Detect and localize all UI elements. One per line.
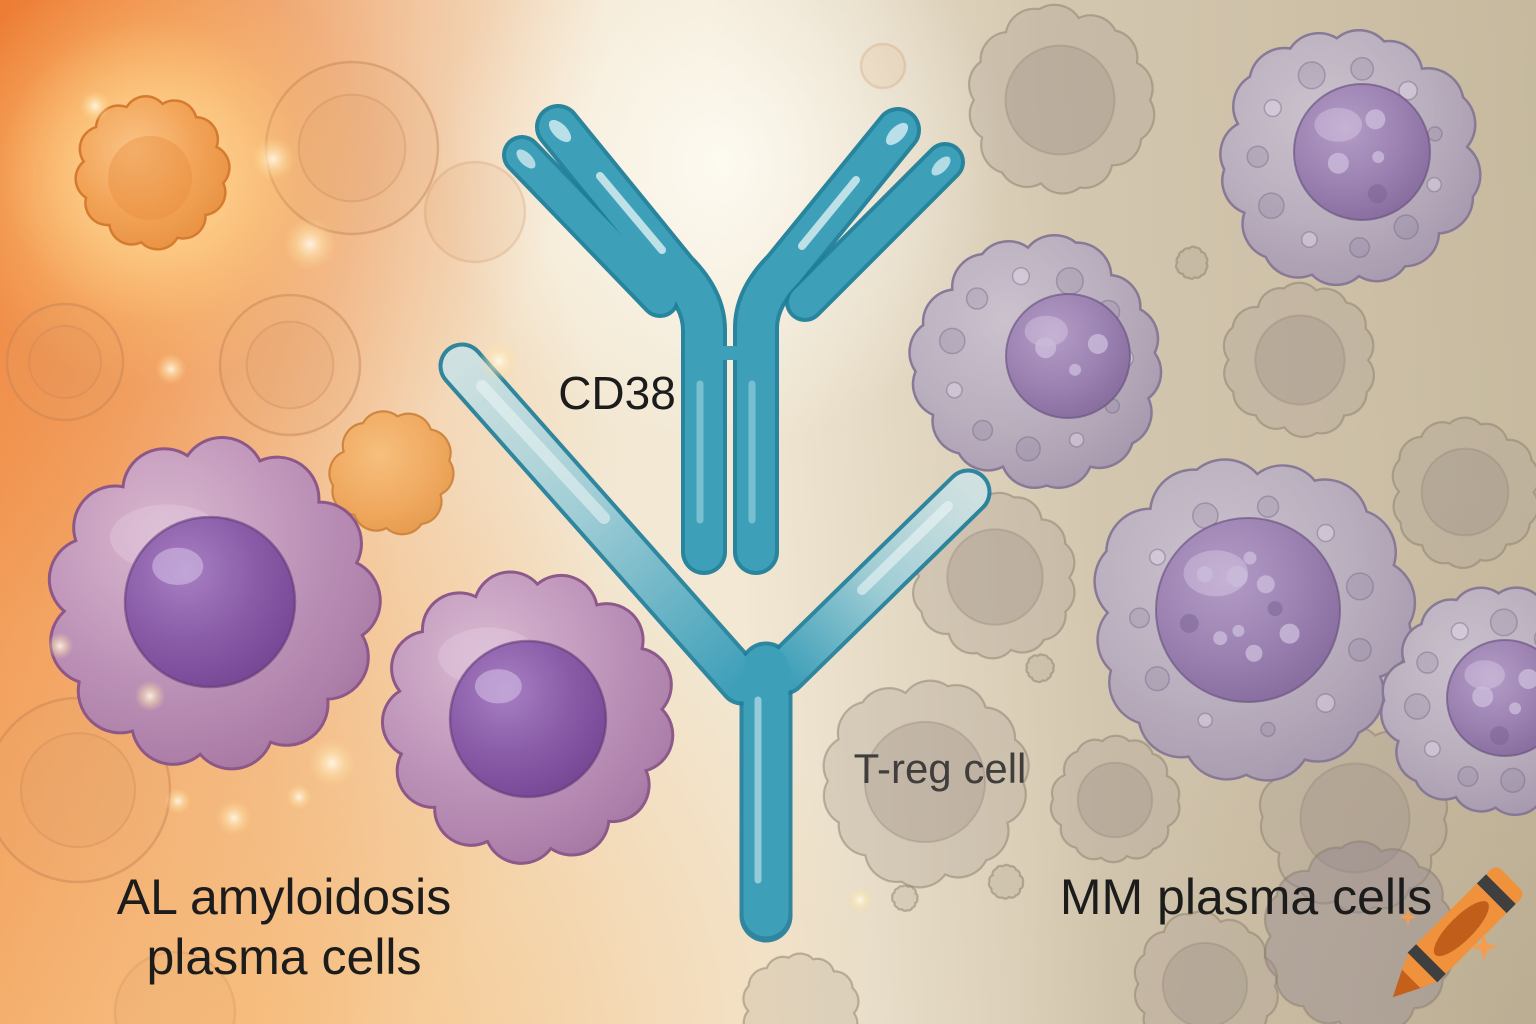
sparkle-icon bbox=[1399, 908, 1417, 926]
al-amyloidosis-cells-group bbox=[47, 435, 675, 865]
mm-plasma-cells-group bbox=[908, 28, 1536, 817]
al-plasma-cells-label: AL amyloidosis plasma cells bbox=[117, 867, 451, 987]
small-orange-cell bbox=[328, 410, 455, 536]
mm-plasma-cells-label: MM plasma cells bbox=[1059, 869, 1433, 925]
cd38-antibody-y-shape bbox=[502, 104, 965, 575]
sparkle-icon bbox=[1470, 933, 1498, 961]
faint-cell-outlines-right bbox=[742, 3, 1536, 1024]
faint-cell-outlines-left bbox=[0, 42, 907, 1024]
al-label-line2: plasma cells bbox=[146, 929, 422, 985]
cd38-label: CD38 bbox=[558, 367, 676, 419]
glowing-orange-cell bbox=[74, 95, 231, 251]
receptor-y-shape bbox=[438, 342, 992, 943]
treg-cell-label: T-reg cell bbox=[853, 745, 1027, 792]
glow-sparkles bbox=[46, 90, 874, 914]
al-label-line1: AL amyloidosis bbox=[116, 869, 452, 925]
crayon-watermark-icon bbox=[1392, 867, 1523, 998]
